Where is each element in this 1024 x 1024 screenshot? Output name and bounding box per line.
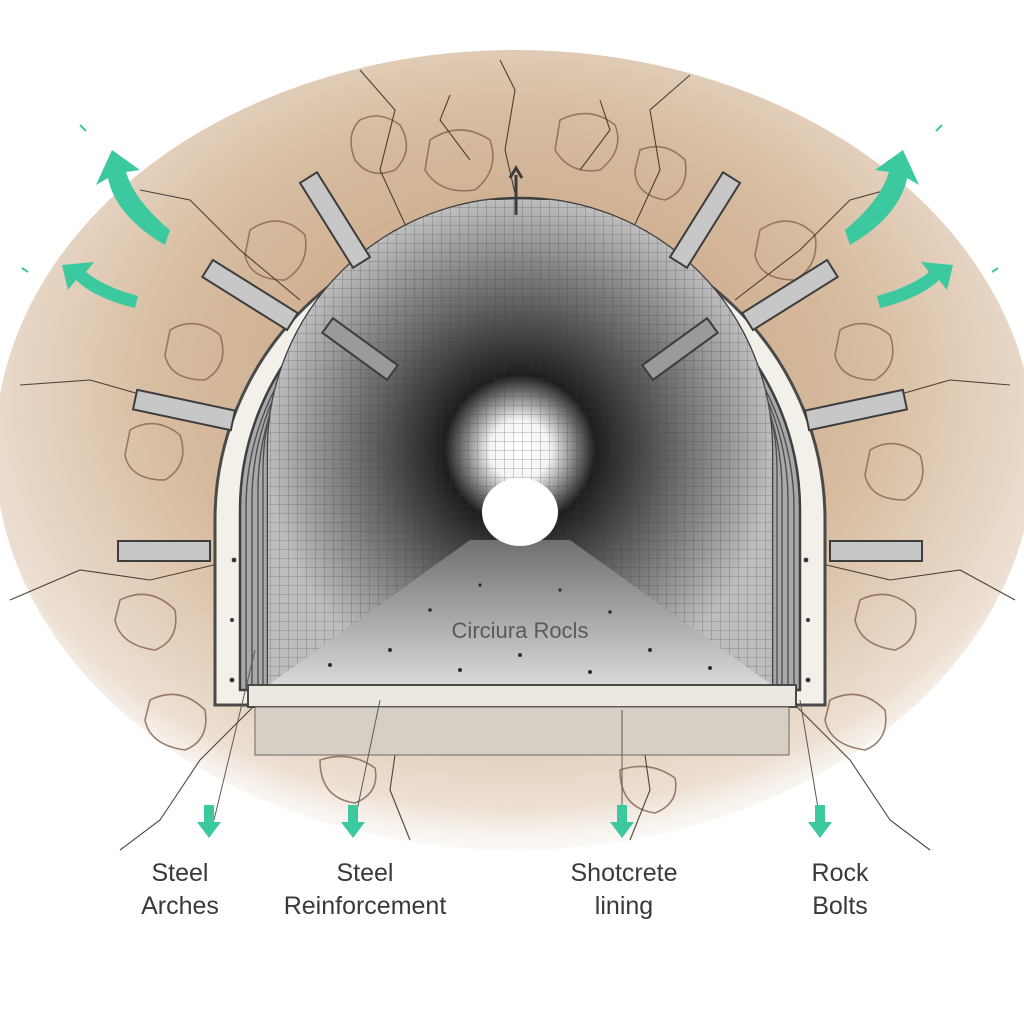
invert-slab — [247, 684, 797, 708]
label-steel-arches: Steel Arches — [141, 857, 219, 923]
label-rock-bolts-line2: Bolts — [812, 892, 868, 920]
rock-pressure-arrows — [62, 150, 953, 308]
label-steel-reinforcement-line1: Steel — [336, 859, 394, 887]
invert-foundation — [254, 706, 790, 756]
label-shotcrete-lining: Shotcrete lining — [570, 857, 677, 923]
tunnel-floor — [268, 540, 772, 685]
floor-caption: Circiura Rocls — [451, 618, 589, 643]
label-steel-arches-line2: Arches — [141, 892, 219, 920]
label-steel-arches-line1: Steel — [151, 859, 209, 887]
label-down-arrows — [197, 805, 832, 838]
rock-pressure-streaks — [21, 124, 999, 273]
tunnel-exit-light — [482, 478, 558, 546]
tunnel-interior — [268, 200, 772, 686]
label-shotcrete-lining-line1: Shotcrete — [570, 859, 678, 887]
label-steel-reinforcement: Steel Reinforcement — [284, 857, 447, 923]
crown-anchor — [508, 165, 524, 215]
rock-bolts-left — [117, 170, 400, 562]
label-shotcrete-lining-line2: lining — [594, 892, 654, 920]
label-rock-bolts-line1: Rock — [811, 859, 869, 887]
label-leaders — [213, 649, 821, 821]
label-steel-reinforcement-line2: Reinforcement — [283, 892, 447, 920]
label-rock-bolts: Rock Bolts — [812, 857, 869, 923]
rock-bolts-right — [640, 170, 923, 562]
